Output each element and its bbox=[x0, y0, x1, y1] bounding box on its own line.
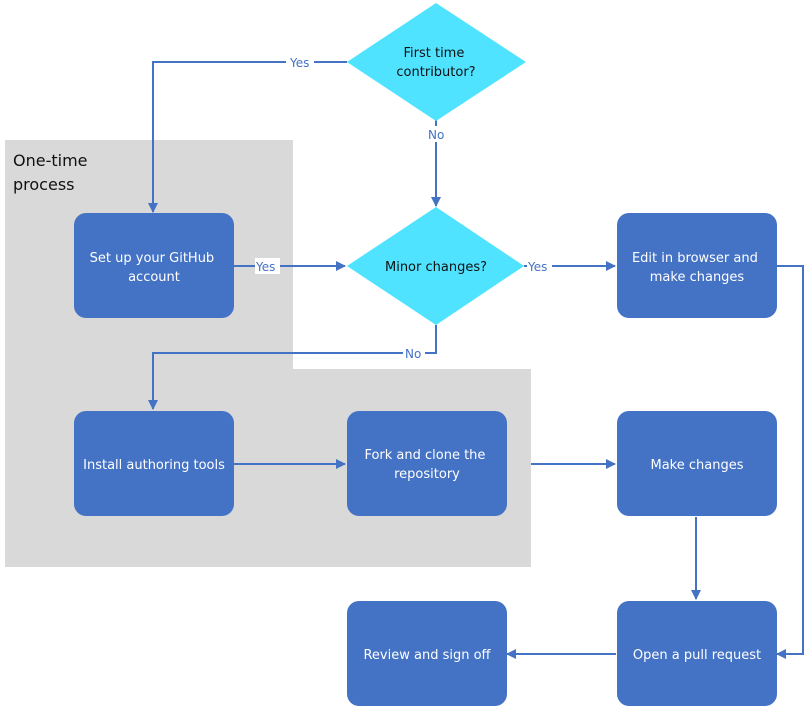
svg-text:First time contributor?: First time contributor? bbox=[396, 46, 475, 80]
svg-text:Make changes: Make changes bbox=[651, 458, 744, 473]
step-install-tools: Install authoring tools bbox=[74, 411, 234, 516]
edge-edit-to-pr bbox=[776, 265, 804, 659]
edge-minor-no bbox=[148, 325, 437, 410]
svg-text:Install authoring tools: Install authoring tools bbox=[83, 458, 225, 473]
label-minor-no: No bbox=[405, 347, 421, 361]
step-review-sign-off: Review and sign off bbox=[347, 601, 507, 706]
step-make-changes: Make changes bbox=[617, 411, 777, 516]
svg-text:Set up your GitHub accou: Set up your GitHub account bbox=[90, 251, 219, 285]
region-label: One-time process bbox=[13, 151, 93, 194]
decision-first-time: First time contributor? bbox=[347, 3, 526, 121]
svg-text:Edit in browser and make: Edit in browser and make changes bbox=[632, 251, 762, 285]
label-setup-yes: Yes bbox=[255, 260, 275, 274]
connectors bbox=[148, 61, 804, 659]
svg-text:Fork and clone the repos: Fork and clone the repository bbox=[364, 448, 489, 482]
label-first-no: No bbox=[428, 128, 444, 142]
step-open-pull-request: Open a pull request bbox=[617, 601, 777, 706]
step-fork-clone: Fork and clone the repository bbox=[347, 411, 507, 516]
step-setup-github: Set up your GitHub account bbox=[74, 213, 234, 318]
svg-text:Minor changes?: Minor changes? bbox=[385, 260, 487, 275]
decision-minor-changes: Minor changes? bbox=[347, 207, 524, 325]
edge-first-yes bbox=[148, 61, 347, 213]
label-minor-yes: Yes bbox=[527, 260, 547, 274]
step-edit-browser: Edit in browser and make changes bbox=[617, 213, 777, 318]
label-first-yes: Yes bbox=[289, 56, 309, 70]
edge-labels: Yes No Yes Yes No bbox=[255, 54, 552, 361]
svg-text:Review and sign off: Review and sign off bbox=[363, 648, 491, 663]
svg-text:Open a pull request: Open a pull request bbox=[633, 648, 761, 663]
